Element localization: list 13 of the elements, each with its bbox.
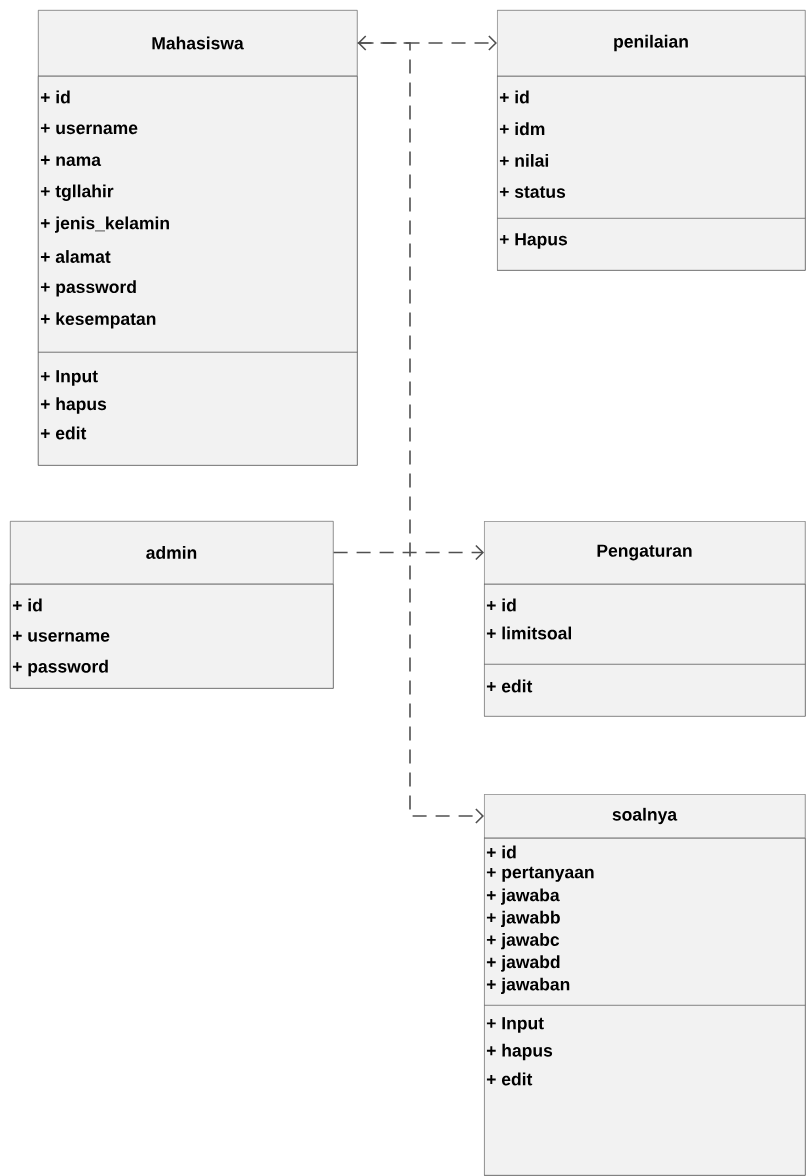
compartment: + edit xyxy=(484,664,806,717)
dependency-arrow xyxy=(332,544,484,561)
compartment: + Input + hapus + edit xyxy=(484,1005,806,1176)
compartment: + Hapus xyxy=(497,218,806,271)
node-label: + Input xyxy=(486,1017,544,1033)
compartment: + id + pertanyaan + jawaba + jawabb + jawabc + jawabd + jawaban xyxy=(484,838,806,1006)
compartment: + id + username + password xyxy=(10,584,334,689)
dependency-arrow xyxy=(357,35,497,51)
dependency-arrow xyxy=(356,42,484,824)
compartment: + Input + hapus + edit xyxy=(38,352,358,466)
node-label: + edit xyxy=(486,1072,533,1086)
compartment: + id + limitsoal xyxy=(484,584,806,665)
node-label: + hapus xyxy=(486,1043,553,1061)
